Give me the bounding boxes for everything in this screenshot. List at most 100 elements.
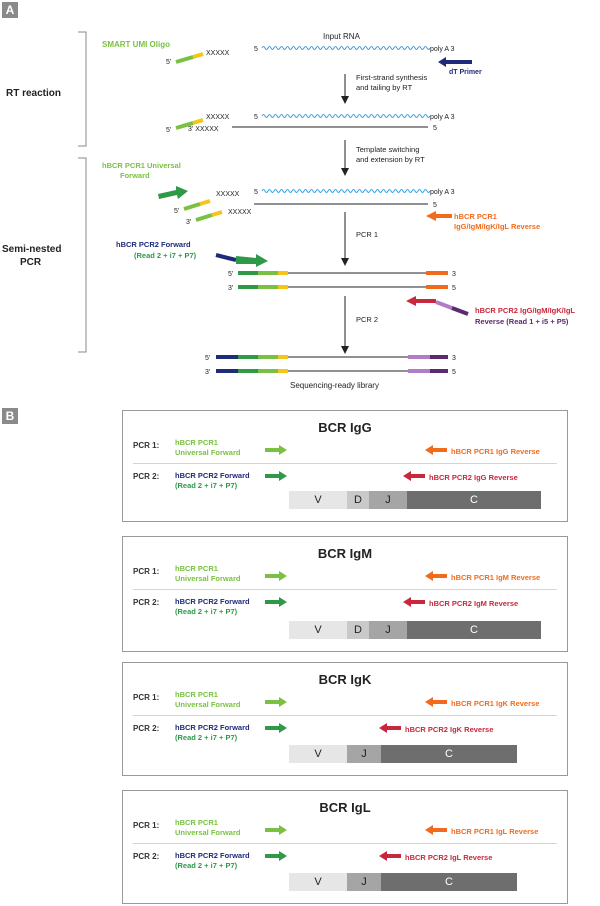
input-rna-label: Input RNA [323,32,361,41]
dt-primer-label: dT Primer [449,69,482,76]
template-switch-label-2: and extension by RT [356,155,425,164]
rna-five-label-2: 5 [254,114,258,121]
library-top [216,355,448,359]
rna-five-label-3: 5 [254,189,258,196]
pcr-bracket [78,157,87,353]
hbcr-pcr1-reverse-label-2: IgG/IgM/IgK/IgL Reverse [454,222,540,231]
gene-segment-j: J [369,621,407,639]
poly-a-label-2: poly A 3 [430,114,455,121]
hbcr-pcr1-universal-label-2: Forward [120,171,150,180]
box-title: BCR IgM [317,546,373,561]
rna-wave-3 [261,189,431,193]
hbcr-pcr2-forward-label-1: hBCR PCR2 Forward [116,240,191,249]
box-title: BCR IgG [318,420,372,435]
pcr1-forward-label-1: hBCR PCR1 [175,438,218,447]
pcr2-forward-label-2: (Read 2 + i7 + P7) [175,733,238,742]
pcr2-forward-arrow [265,851,287,861]
pcr2-forward-label-1: hBCR PCR2 Forward [175,471,250,480]
pcr2-forward-label-1: hBCR PCR2 Forward [175,851,250,860]
pcr2-reverse-arrow [379,851,401,861]
pcr1-universal-forward-arrow [158,186,188,199]
pcr2-forward-arrow [265,597,287,607]
pcr1-product-top [238,271,448,275]
gene-segment-c: C [407,491,541,509]
pcr2-reverse-arrow [406,296,469,316]
pcr1-forward-label-2: Universal Forward [175,448,241,457]
dt-primer-arrow [438,57,472,67]
gene-segment-j: J [369,491,407,509]
rna-wave-1 [261,46,431,50]
three-plain-label-1: 3 [452,271,456,278]
pcr1-forward-arrow [265,825,287,835]
xxxxx-label-1: XXXXX [206,50,230,57]
five-prime-label-4: 5' [228,271,233,278]
pcr1-reverse-arrow [425,697,447,707]
pcr1-forward-label-2: Universal Forward [175,574,241,583]
cdna-five-label-2: 5 [433,202,437,209]
gene-segment-c: C [381,873,517,891]
semi-nested-label-2: PCR [20,257,42,268]
oligo-strand-3 [183,199,211,211]
panel-a-tag: A [2,2,18,18]
library-bottom [216,369,448,373]
hbcr-pcr2-reverse-label-1: hBCR PCR2 IgG/IgM/IgK/IgL [475,306,575,315]
gene-segment-j: J [347,745,381,763]
pcr1-row-label: PCR 1: [133,441,160,450]
pcr2-forward-label-2: (Read 2 + i7 + P7) [175,481,238,490]
pcr2-reverse-arrow [403,471,425,481]
five-plain-label-5: 5 [452,369,456,376]
pcr1-forward-arrow [265,445,287,455]
pcr1-step-label: PCR 1 [356,230,378,239]
pcr1-row-label: PCR 1: [133,567,160,576]
five-prime-label-2: 5' [166,127,171,134]
pcr2-row-label: PCR 2: [133,598,160,607]
template-switch-label-1: Template switching [356,145,419,154]
xxxxx-label-3: XXXXX [216,191,240,198]
hbcr-pcr2-forward-label-2: (Read 2 + i7 + P7) [134,251,197,260]
pcr1-forward-arrow [265,697,287,707]
pcr2-row-label: PCR 2: [133,852,160,861]
pcr1-reverse-label: hBCR PCR1 IgL Reverse [451,827,539,836]
three-prime-label-3: 3' [186,219,191,226]
pcr2-forward-arrow [265,723,287,733]
pcr2-reverse-label: hBCR PCR2 IgM Reverse [429,599,519,608]
pcr1-forward-label-2: Universal Forward [175,700,241,709]
cdna-tail-3 [195,210,223,222]
panel-b-tag: B [2,408,18,424]
pcr2-forward-arrow [215,253,268,267]
five-prime-label-3: 5' [174,208,179,215]
pcr2-reverse-label: hBCR PCR2 IgL Reverse [405,853,493,862]
row-separator [133,463,557,464]
smart-umi-oligo-label: SMART UMI Oligo [102,40,170,49]
poly-a-label-3: poly A 3 [430,189,455,196]
five-plain-label-4: 5 [452,285,456,292]
pcr2-forward-label-1: hBCR PCR2 Forward [175,723,250,732]
rt-bracket [78,31,87,147]
pcr2-step-label: PCR 2 [356,315,378,324]
sequencing-ready-label: Sequencing-ready library [290,381,379,390]
gene-segment-d: D [347,491,369,509]
three-prime-label-4: 3' [228,285,233,292]
gene-segment-c: C [407,621,541,639]
pcr2-forward-arrow [265,471,287,481]
pcr2-reverse-label: hBCR PCR2 IgK Reverse [405,725,494,734]
pcr1-forward-label-1: hBCR PCR1 [175,818,218,827]
pcr1-forward-arrow [265,571,287,581]
rna-five-label-1: 5 [254,46,258,53]
pcr2-reverse-arrow [403,597,425,607]
pcr2-forward-label-2: (Read 2 + i7 + P7) [175,861,238,870]
hbcr-pcr1-universal-label-1: hBCR PCR1 Universal [102,161,181,170]
xxxxx-label-2: XXXXX [206,114,230,121]
pcr2-row-label: PCR 2: [133,472,160,481]
pcr1-forward-label-2: Universal Forward [175,828,241,837]
pcr2-reverse-arrow [379,723,401,733]
gene-segment-c: C [381,745,517,763]
pcr1-reverse-label: hBCR PCR1 IgM Reverse [451,573,541,582]
hbcr-pcr2-reverse-label-2: Reverse (Read 1 + i5 + P5) [475,317,569,326]
panel-a-diagram: RT reaction Semi-nested PCR SMART UMI Ol… [2,31,575,390]
pcr2-forward-label-1: hBCR PCR2 Forward [175,597,250,606]
semi-nested-label-1: Semi-nested [2,244,61,255]
five-prime-label-1: 5' [166,59,171,66]
